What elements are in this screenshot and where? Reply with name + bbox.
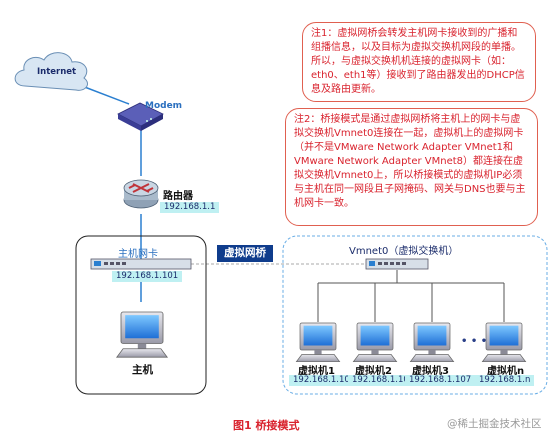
vm3-name: 虚拟机3: [412, 366, 449, 377]
virtual-network-frame: [282, 235, 548, 395]
internet-cloud-icon: [14, 52, 88, 91]
internet-modem-link: [81, 85, 130, 105]
router-icon: [123, 179, 159, 209]
vm1-ip: 192.168.1.105: [289, 375, 360, 386]
vm1-computer-icon: [295, 322, 341, 363]
vswitch-icon: [365, 258, 429, 270]
vmn-ip: 192.168.1.n: [475, 375, 535, 386]
host-label: 主机: [132, 364, 153, 376]
vmn-name: 虚拟机n: [487, 366, 525, 377]
virtual-bridge-label: 虚拟网桥: [217, 245, 273, 262]
vmn-computer-icon: [481, 322, 527, 363]
router-label: 路由器: [163, 191, 193, 202]
vswitch-tree: [317, 270, 505, 322]
host-frame: [75, 235, 207, 395]
router-ip: 192.168.1.1: [160, 202, 220, 213]
figure-caption: 图1 桥接模式: [233, 419, 300, 432]
vm1-name: 虚拟机1: [298, 366, 335, 377]
vm2-name: 虚拟机2: [355, 366, 392, 377]
vswitch-label: Vmnet0（虚拟交换机）: [349, 246, 459, 257]
note-1: 注1：虚拟网桥会转发主机网卡接收到的广播和组播信息，以及目标为虚拟交换机网段的单…: [302, 22, 536, 102]
modem-label: Modem: [145, 101, 183, 111]
host-nic-icon: [90, 258, 192, 270]
vm3-computer-icon: [409, 322, 455, 363]
host-nic-ip: 192.168.1.101: [112, 271, 183, 282]
host-computer-icon: [116, 311, 168, 358]
vm-ellipsis: • • •: [461, 336, 488, 347]
modem-icon: [117, 102, 164, 131]
watermark: @稀土掘金技术社区: [447, 418, 542, 430]
internet-label: Internet: [37, 67, 77, 77]
vm2-computer-icon: [352, 322, 398, 363]
note-2: 注2：桥接模式是通过虚拟网桥将主机上的网卡与虚拟交换机Vmnet0连接在一起，虚…: [285, 108, 538, 226]
host-nic-label: 主机网卡: [118, 249, 158, 260]
vm3-ip: 192.168.1.107: [405, 375, 476, 386]
vm2-ip: 192.168.1.106: [348, 375, 419, 386]
